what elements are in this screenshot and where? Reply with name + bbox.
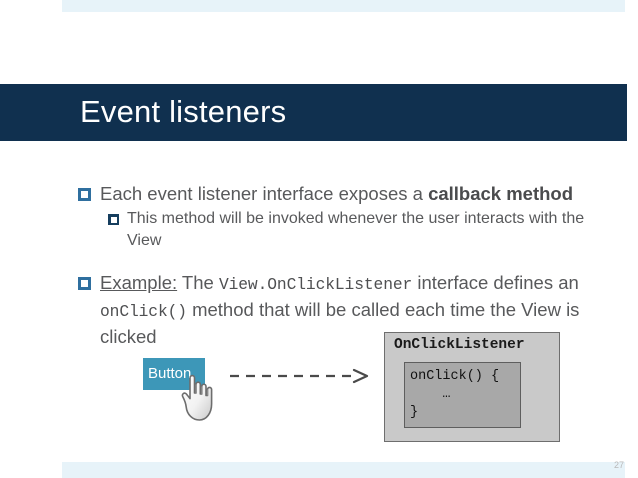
top-accent-rule	[62, 0, 625, 12]
bullet-text: Example: The View.OnClickListener interf…	[100, 272, 580, 347]
bullet-text: Each event listener interface exposes a …	[100, 183, 574, 204]
body-content: Each event listener interface exposes a …	[78, 181, 618, 351]
code-line: onClick() {	[410, 369, 500, 384]
inline-code: onClick()	[100, 302, 187, 321]
page-number: 27	[614, 460, 625, 470]
listener-card-title: OnClickListener	[394, 337, 525, 353]
bullet-text: This method will be invoked whenever the…	[127, 210, 585, 249]
bottom-accent-rule	[62, 462, 625, 478]
list-item: This method will be invoked whenever the…	[108, 208, 618, 252]
diagram-button-label: Button	[148, 365, 192, 382]
list-item: Example: The View.OnClickListener interf…	[78, 270, 618, 349]
square-bullet-icon	[78, 188, 91, 201]
code-line: …	[410, 387, 451, 402]
dashed-arrow-right-icon	[230, 368, 369, 384]
bullet-label: Example:	[100, 272, 178, 293]
square-bullet-icon	[78, 277, 91, 290]
spacer	[78, 254, 618, 270]
bullet-emphasis: callback method	[428, 183, 574, 204]
square-bullet-icon	[108, 214, 119, 225]
pointing-hand-cursor-icon	[181, 374, 213, 421]
listener-card-code-box	[404, 362, 521, 428]
code-line: }	[410, 405, 419, 420]
inline-code: View.OnClickListener	[218, 275, 413, 294]
title-band	[0, 84, 627, 141]
page-title: Event listeners	[80, 94, 287, 129]
list-item: Each event listener interface exposes a …	[78, 181, 618, 206]
